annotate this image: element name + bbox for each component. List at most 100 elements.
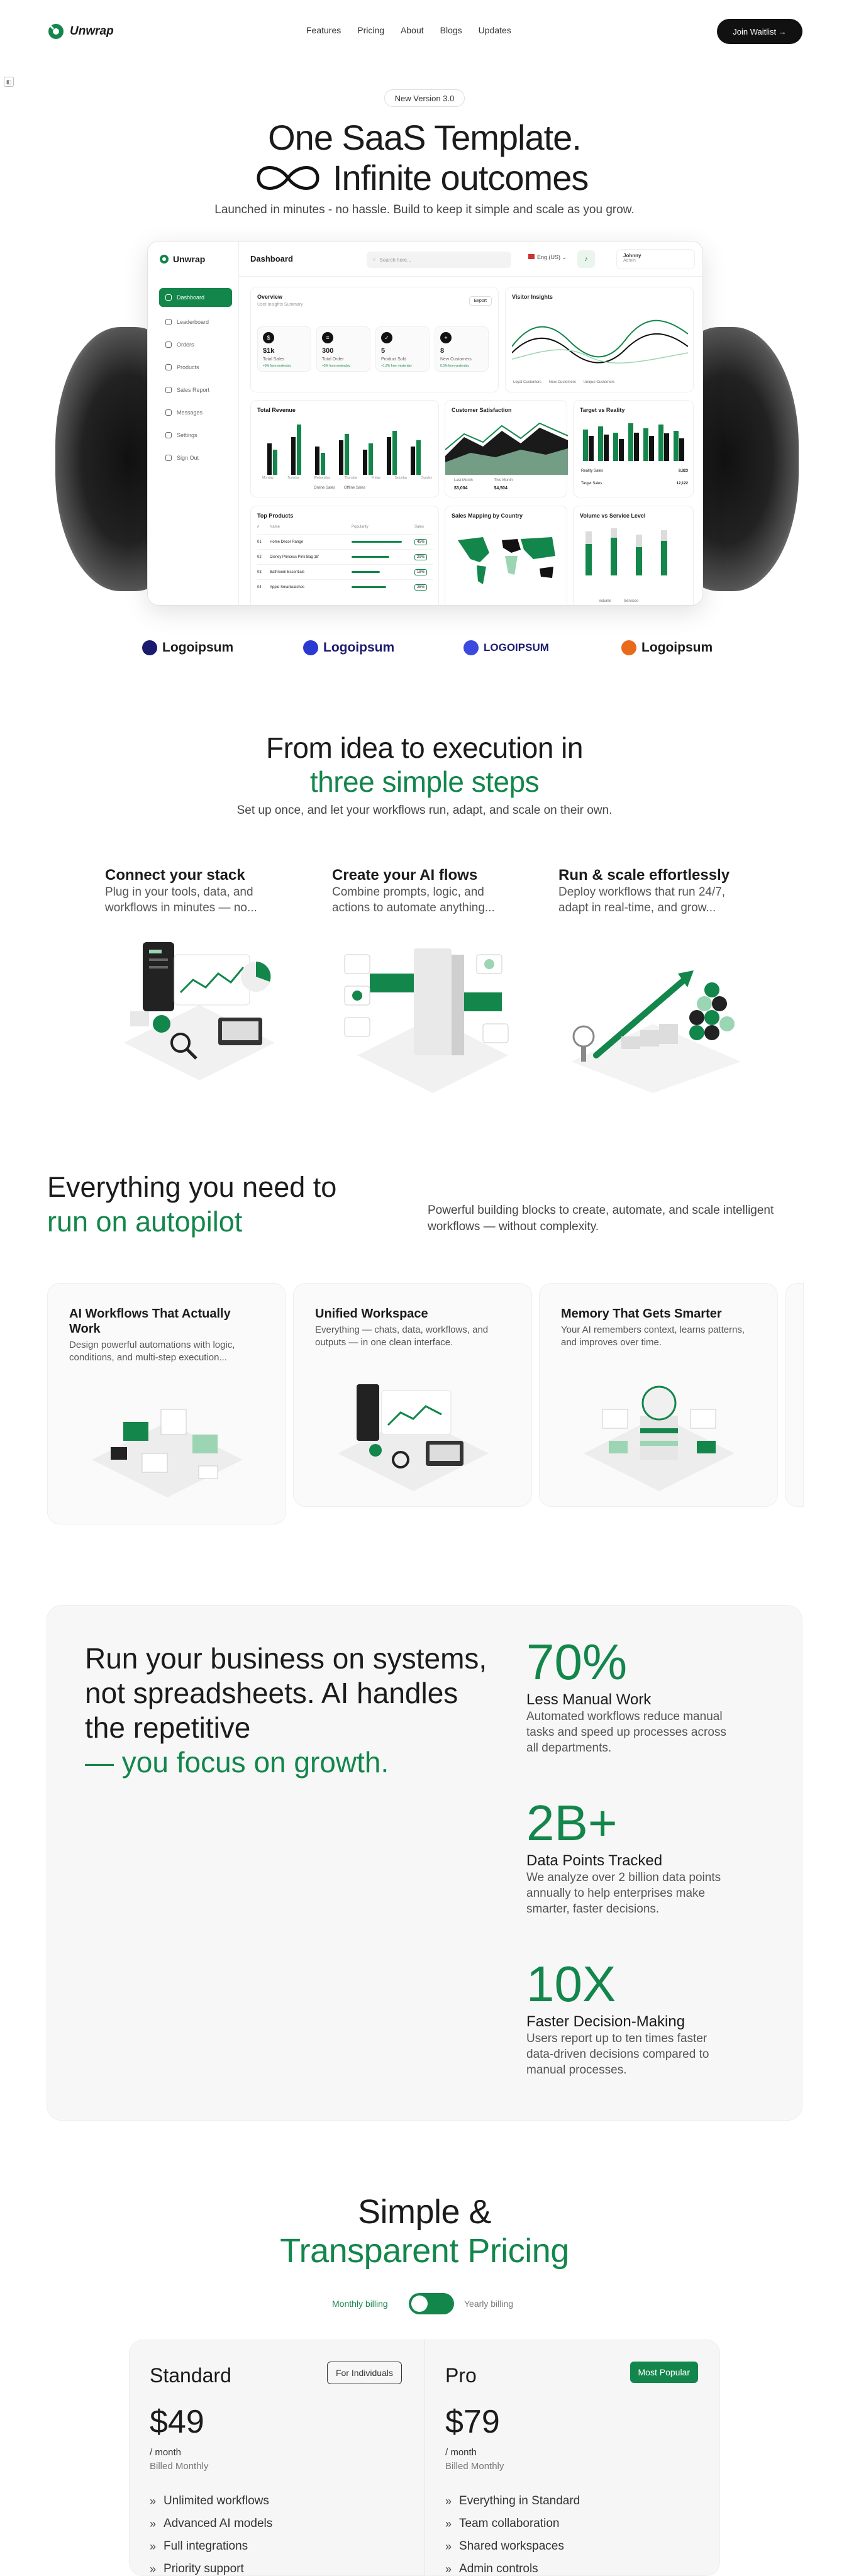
overview-subtitle: User Insights Summary [257,303,303,307]
memory-illustration [584,1385,735,1491]
plan-name: Pro [445,2364,477,2387]
step-3: Run & scale effortlessly Deploy workflow… [558,867,741,916]
stat-label: Product Sold [381,357,407,362]
target-row-label: Target Sales [581,482,602,486]
version-badge: New Version 3.0 [384,89,465,107]
menu-item-sign-out[interactable]: Sign Out [159,447,232,469]
nav-link-blogs[interactable]: Blogs [440,25,462,35]
step-title: Connect your stack [105,867,245,884]
brand-logo[interactable]: Unwrap [47,23,114,40]
nav-link-pricing[interactable]: Pricing [357,25,385,35]
day-label: Wednesday [313,476,331,480]
value-this-month: $4,504 [494,486,508,491]
day-label: Thursday [344,476,358,480]
step-title: Create your AI flows [332,867,478,884]
plan-billing: Billed Monthly [150,2461,209,2472]
visitor-legend: Loyal Customers New Customers Unique Cus… [513,380,614,384]
cart-icon [165,341,172,348]
menu-item-products[interactable]: Products [159,356,232,379]
plan-feature: »Team collaboration [445,2512,580,2535]
product-name: Apple Smartwatches [270,585,305,589]
sign-out-icon [165,455,172,461]
target-row-value: 8,823 [678,469,688,473]
plan-period: / month [150,2447,182,2458]
feature-title: AI Workflows That Actually Work [69,1307,231,1336]
swirl-logo-icon [621,640,636,655]
satisfaction-values: $3,004 $4,504 [454,486,508,491]
gear-icon [165,432,172,438]
popularity-bar [352,541,402,543]
brand-name: Unwrap [70,25,114,38]
menu-item-orders[interactable]: Orders [159,333,232,356]
chevron-double-right-icon: » [445,2517,452,2530]
yearly-billing-label[interactable]: Yearly billing [464,2299,514,2309]
menu-item-leaderboard[interactable]: Leaderboard [159,311,232,333]
chart-icon [165,387,172,393]
partner-logo-text: LOGOIPSUM [484,641,549,653]
feature-title: Unified Workspace [315,1307,428,1321]
toggle-knob [411,2296,428,2312]
language-select[interactable]: Eng (US) ⌄ [528,254,567,261]
nav-link-updates[interactable]: Updates [478,25,511,35]
systems-line2: not spreadsheets. AI handles [85,1677,458,1709]
plan-feature: »Shared workspaces [445,2535,580,2558]
sidebar-toggle-icon[interactable]: ◧ [4,77,14,87]
plan-feature-text: Shared workspaces [459,2540,564,2553]
volume-service-chart [585,528,667,575]
menu-item-label: Messages [177,409,203,416]
plan-period: / month [445,2447,477,2458]
stat-less-manual-work: 70% Less Manual Work Automated workflows… [526,1633,734,1756]
menu-item-sales-report[interactable]: Sales Report [159,379,232,401]
value-last-month: $3,004 [454,486,468,491]
customer-satisfaction-title: Customer Satisfaction [452,407,512,413]
billing-toggle[interactable] [409,2293,454,2314]
dashboard-search-input[interactable]: ⌕Search here... [367,252,511,268]
visitor-insights-chart [512,319,688,364]
main-nav: Features Pricing About Blogs Updates [306,25,511,35]
search-placeholder: Search here... [379,257,411,263]
plan-feature: »Full integrations [150,2535,272,2558]
plan-features: »Unlimited workflows »Advanced AI models… [150,2490,272,2575]
brand-logo-icon [48,24,64,39]
stat-faster-decisions: 10X Faster Decision-Making Users report … [526,1955,734,2078]
plan-feature: »Advanced AI models [150,2512,272,2535]
feature-card-memory[interactable]: Memory That Gets Smarter Your AI remembe… [539,1283,778,1507]
product-sales: 45% [414,538,428,545]
menu-item-settings[interactable]: Settings [159,424,232,447]
plan-features: »Everything in Standard »Team collaborat… [445,2490,580,2575]
menu-item-messages[interactable]: Messages [159,401,232,424]
nav-link-about[interactable]: About [401,25,424,35]
stat-label: Less Manual Work [526,1691,652,1708]
monthly-billing-label[interactable]: Monthly billing [332,2299,388,2309]
step-desc: Plug in your tools, data, and workflows … [105,886,257,914]
chevron-double-right-icon: » [445,2562,452,2575]
export-button[interactable]: Export [469,296,492,306]
menu-item-dashboard[interactable]: Dashboard [159,288,232,307]
dashboard-title: Dashboard [250,254,293,264]
menu-item-label: Products [177,364,199,370]
feature-desc: Design powerful automations with logic, … [69,1340,235,1363]
join-waitlist-button[interactable]: Join Waitlist → [717,19,802,44]
plan-pro: Pro Most Popular $79 / month Billed Mont… [425,2340,719,2575]
user-menu[interactable]: Johnny Admin [616,249,695,269]
feature-card-ai-workflows[interactable]: AI Workflows That Actually Work Design p… [47,1283,286,1524]
notification-bell-icon[interactable]: ♪ [577,250,595,268]
step-1: Connect your stack Plug in your tools, d… [105,867,287,916]
stat-label: New Customers [440,357,472,362]
product-number: 01 [257,540,262,544]
order-icon: ≡ [322,332,333,343]
product-name: Home Decor Range [270,540,304,544]
feature-card-unified-workspace[interactable]: Unified Workspace Everything — chats, da… [293,1283,532,1507]
menu-item-label: Orders [177,341,194,348]
popularity-bar [352,556,389,558]
plan-feature: »Admin controls [445,2558,580,2575]
legend-last-month: Last Month [454,479,473,482]
nav-link-features[interactable]: Features [306,25,341,35]
plan-tag: Most Popular [630,2362,698,2383]
day-label: Saturday [394,476,408,480]
check-icon: ✓ [381,332,392,343]
